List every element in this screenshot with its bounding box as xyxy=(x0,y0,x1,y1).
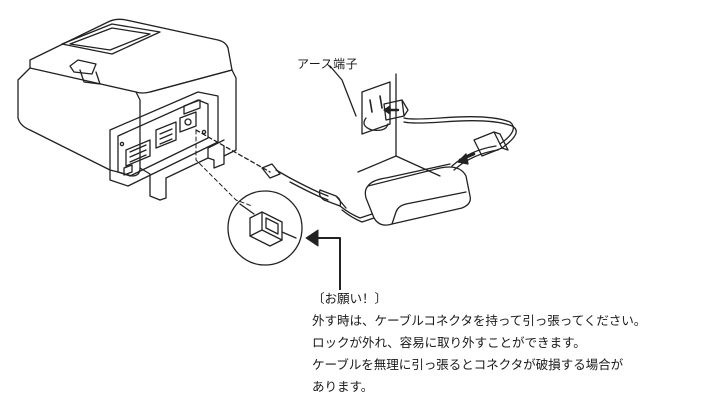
printer-connection-illustration xyxy=(17,18,517,290)
printer-illustration xyxy=(17,18,271,207)
caution-line: ロックが外れ、容易に取り外すことができます。 xyxy=(312,335,586,350)
caution-heading: 〔お願い！〕 xyxy=(312,291,387,306)
wall-outlet xyxy=(329,65,441,177)
pull-instruction-arrow xyxy=(305,229,341,290)
caution-line: あります。 xyxy=(312,379,374,394)
caution-note: 〔お願い！〕 外す時は、ケーブルコネクタを持って引っ張ってください。 ロックが外… xyxy=(312,288,646,398)
connector-detail-magnifier xyxy=(227,190,303,266)
caution-line: 外す時は、ケーブルコネクタを持って引っ張ってください。 xyxy=(312,313,647,328)
dc-cable xyxy=(261,163,375,223)
caution-line: ケーブルを無理に引っ張るとコネクタが破損する場合が xyxy=(312,357,624,372)
ac-adapter xyxy=(364,163,471,226)
ac-cable xyxy=(403,116,517,171)
earth-terminal-label: アース端子 xyxy=(297,57,359,71)
